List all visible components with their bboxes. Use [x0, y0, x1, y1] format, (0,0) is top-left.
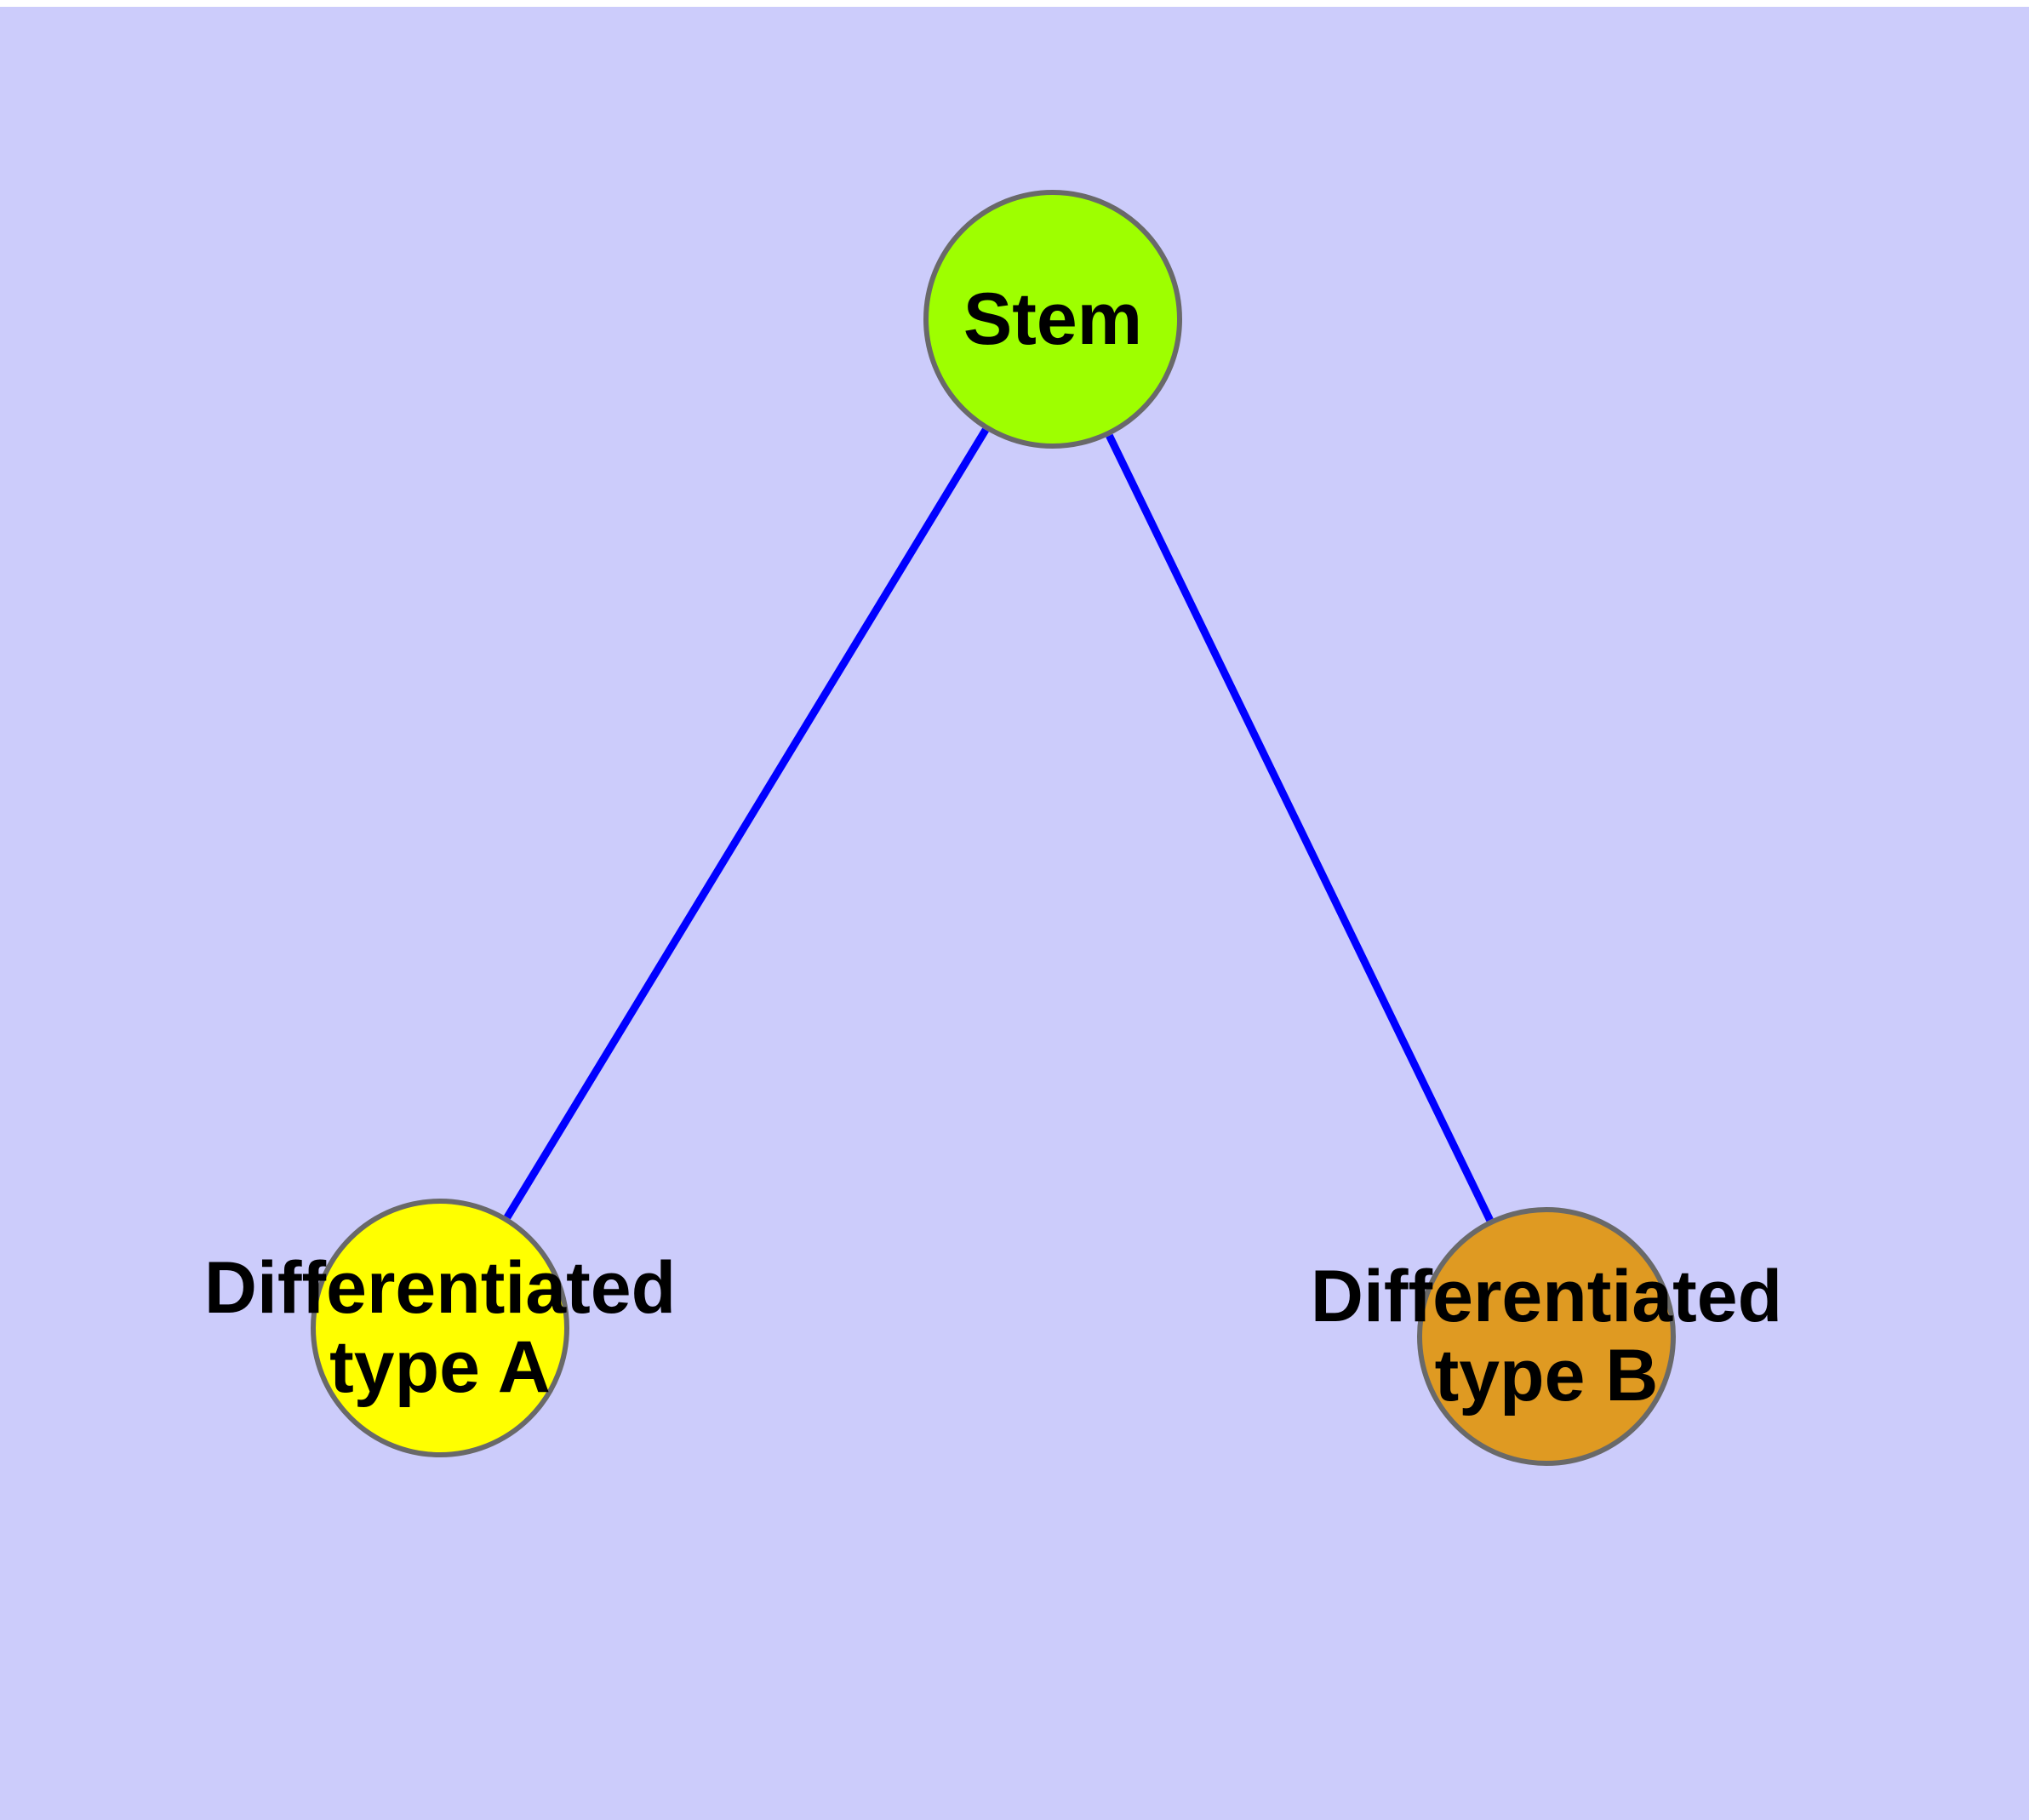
edge-layer — [504, 427, 1494, 1222]
node-layer — [311, 190, 1676, 1466]
edge-stem-diff-a[interactable] — [504, 427, 989, 1220]
node-diff-b[interactable] — [1417, 1207, 1676, 1466]
node-stem[interactable] — [923, 190, 1182, 449]
edge-stem-diff-b[interactable] — [1106, 433, 1494, 1222]
node-diff-a[interactable] — [311, 1199, 569, 1457]
